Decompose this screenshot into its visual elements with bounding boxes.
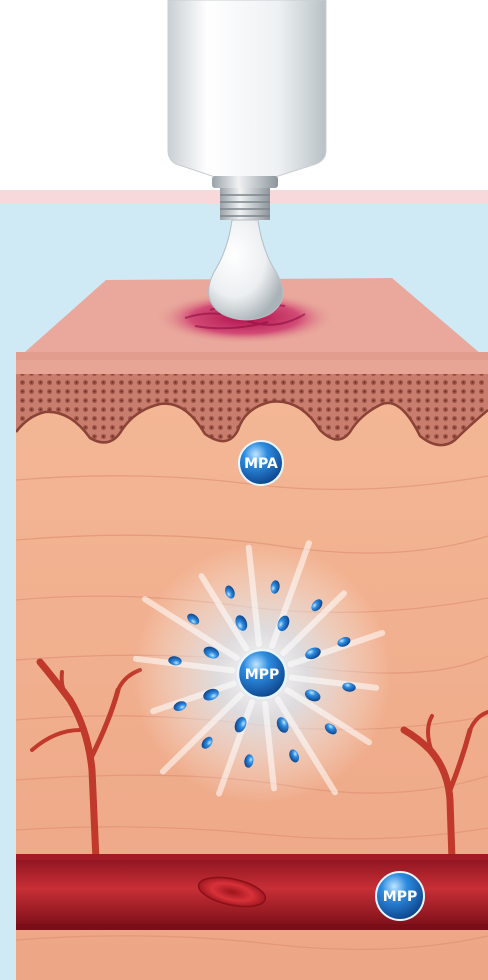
molecule-mpp-bloodstream: MPP — [376, 872, 424, 920]
tube-nozzle-threads — [220, 188, 270, 220]
stratum-corneum — [16, 360, 488, 374]
molecule-mpa-label: MPA — [244, 456, 278, 472]
tube-body — [168, 0, 326, 178]
molecule-mpp-bloodstream-label: MPP — [383, 889, 417, 905]
tube-neck — [212, 176, 278, 188]
mpp-burst: MPP — [132, 543, 392, 804]
blood-vessel-wall-top — [16, 854, 488, 860]
molecule-mpa: MPA — [239, 441, 283, 485]
molecule-mpp-dermis: MPP — [238, 650, 286, 698]
molecule-mpp-dermis-label: MPP — [245, 667, 279, 683]
blood-vessel-wall-bottom — [16, 924, 488, 930]
